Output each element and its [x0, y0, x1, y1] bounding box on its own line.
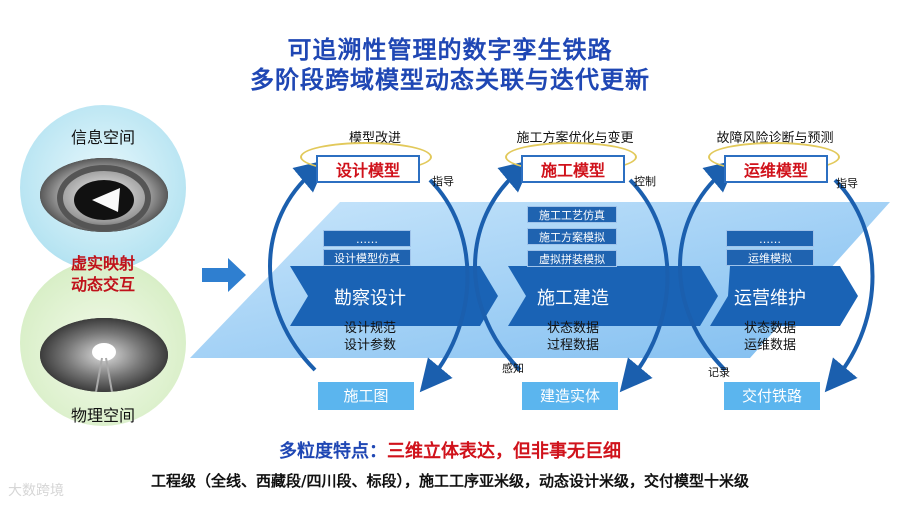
feature-line: 多粒度特点：三维立体表达，但非事无巨细 [0, 437, 900, 463]
output-construction-drawing: 施工图 [318, 382, 414, 410]
stage-construction: 施工建造 [537, 288, 609, 309]
design-model-box: 设计模型 [316, 155, 420, 183]
phase1-sim-1: …… [323, 230, 411, 247]
info-space-label: 信息空间 [70, 128, 135, 147]
phase3-left-note: 记录 [708, 366, 730, 379]
chevron-survey-design [290, 266, 498, 326]
output-delivered-railway: 交付铁路 [724, 382, 820, 410]
phase2-sim-2: 施工方案模拟 [527, 228, 617, 245]
construction-model-box: 施工模型 [521, 155, 625, 183]
phase2-sim-3: 虚拟拼装模拟 [527, 250, 617, 267]
watermark: 大数跨境 [8, 483, 64, 499]
phase2-sim-1: 施工工艺仿真 [527, 206, 617, 223]
mapping-label-2: 动态交互 [70, 275, 135, 294]
phase1-sim-2: 设计模型仿真 [323, 249, 411, 266]
phase2-data-1: 状态数据 [546, 321, 599, 336]
stage-survey-design: 勘察设计 [334, 288, 406, 309]
feature-label: 多粒度特点： [279, 441, 387, 462]
phase3-right-note: 指导 [836, 177, 858, 190]
phase1-right-note: 指导 [432, 175, 454, 188]
phase3-sim-2: 运维模拟 [726, 249, 814, 266]
title-line-2: 多阶段跨域模型动态关联与迭代更新 [250, 66, 650, 94]
phase3-top-label: 故障风险诊断与预测 [716, 131, 834, 146]
physical-space-label: 物理空间 [70, 406, 135, 425]
physical-tunnel-image [40, 318, 168, 392]
cycle-arrows [268, 159, 875, 393]
feature-text: 三维立体表达，但非事无巨细 [387, 441, 621, 462]
phase1-data-2: 设计参数 [343, 338, 396, 353]
title-line-1: 可追溯性管理的数字孪生铁路 [287, 36, 613, 64]
phase2-data-2: 过程数据 [546, 338, 599, 353]
output-built-entity: 建造实体 [522, 382, 618, 410]
operation-model-box: 运维模型 [724, 155, 828, 183]
mapping-label-1: 虚实映射 [70, 254, 135, 273]
phase3-data-2: 运维数据 [743, 338, 796, 353]
chevron-operation [710, 266, 858, 326]
phase2-right-note: 控制 [634, 175, 656, 188]
flow-arrow-icon [202, 258, 246, 292]
phase2-left-note: 感知 [502, 362, 524, 375]
granularity-description: 工程级（全线、西藏段/四川段、标段），施工工序亚米级，动态设计米级，交付模型十米… [151, 472, 749, 490]
stage-operation: 运营维护 [734, 288, 806, 309]
phase3-data-1: 状态数据 [743, 321, 796, 336]
tunnel-model-image [40, 158, 168, 232]
phase1-data-1: 设计规范 [343, 321, 396, 336]
phase3-sim-1: …… [726, 230, 814, 247]
